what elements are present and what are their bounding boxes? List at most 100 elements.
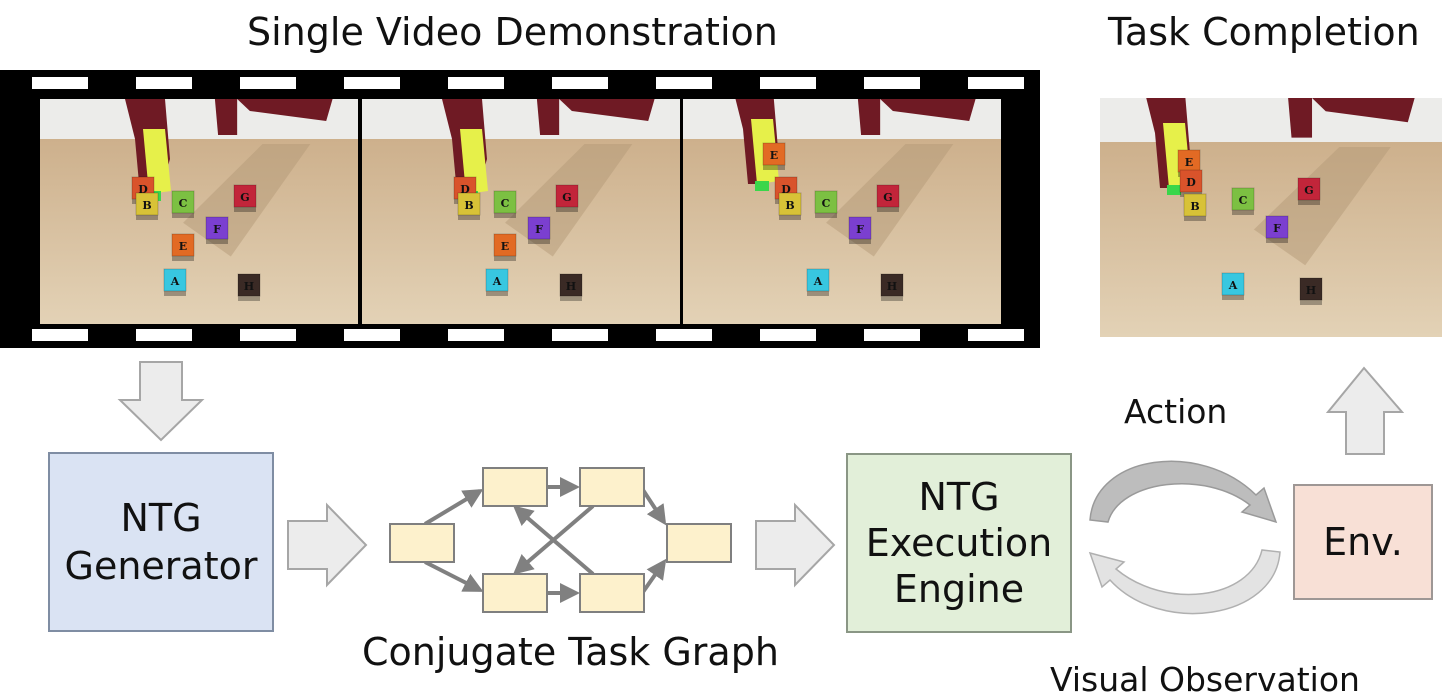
block-shadow [877,207,899,212]
film-perforation-top [136,77,192,89]
graph-node [482,467,548,507]
film-perforation-top [344,77,400,89]
block-shadow [172,256,194,261]
film-perforation-bottom [552,329,608,341]
block-shadow [1298,200,1320,205]
block-letter: D [138,183,148,196]
block-h [559,273,583,297]
block-letter: D [781,183,791,196]
block-a [163,268,187,292]
action-label: Action [1124,392,1228,431]
visual-observation-label: Visual Observation [1050,660,1360,699]
env-box: Env. [1293,484,1433,600]
block-b [457,192,481,216]
block-letter: B [464,199,473,212]
block-shadow [1222,295,1244,300]
block-letter: D [460,183,470,196]
block-shadow [1232,210,1254,215]
block-g [1297,177,1321,201]
block-shadow [238,296,260,301]
block-letter: F [213,223,221,236]
block-b [778,192,802,216]
block-f [848,216,872,240]
robot-base [214,99,238,135]
block-letter: F [535,223,543,236]
film-perforation-top [32,77,88,89]
block-shadow [486,291,508,296]
right-arrow-graph-to-engine [755,502,836,588]
engine-line-2: Execution [865,521,1053,565]
block-letter: B [142,199,151,212]
gripper-tip [1167,185,1181,195]
film-perforation-top [864,77,920,89]
block-a [806,268,830,292]
block-letter: G [1304,184,1313,197]
block-letter: C [501,197,510,210]
block-shadow [528,239,550,244]
block-shadow [164,291,186,296]
film-perforation-bottom [968,329,1024,341]
block-d [1179,169,1203,193]
block-shadow [458,215,480,220]
engine-line-1: NTG [918,475,1000,519]
block-letter: C [179,197,188,210]
block-letter: E [179,240,187,253]
block-g [555,184,579,208]
generator-line-2: Generator [64,544,258,588]
film-perforation-bottom [136,329,192,341]
film-perforation-bottom [344,329,400,341]
block-letter: B [1190,200,1199,213]
graph-node [579,467,645,507]
robot-shadow [1253,147,1391,266]
block-shadow [172,213,194,218]
block-f [1265,215,1289,239]
block-e [493,233,517,257]
film-perforation-top [760,77,816,89]
block-letter: C [822,197,831,210]
block-h [1299,277,1323,301]
block-e [762,142,786,166]
film-perforation-bottom [32,329,88,341]
env-label: Env. [1323,520,1403,564]
film-perforation-bottom [760,329,816,341]
block-letter: F [1273,222,1281,235]
film-perforation-top [240,77,296,89]
action-loop-arrow [1089,460,1278,524]
block-e [171,233,195,257]
observation-loop-arrow [1088,549,1281,615]
block-shadow [234,207,256,212]
down-arrow [117,361,205,442]
graph-edge [641,558,667,594]
right-arrow-generator-to-graph [287,502,368,588]
graph-edge [424,560,484,592]
film-perforation-top [656,77,712,89]
up-arrow-to-completion [1325,366,1405,455]
robot-base [1288,98,1313,138]
block-a [1221,272,1245,296]
demo-title: Single Video Demonstration [247,10,778,54]
engine-line-3: Engine [893,567,1025,611]
block-h [237,273,261,297]
gripper-tip [755,181,769,191]
block-shadow [1266,238,1288,243]
film-perforation-bottom [864,329,920,341]
block-letter: G [883,191,892,204]
block-shadow [1184,216,1206,221]
robot-base [857,99,881,135]
block-letter: E [1185,156,1193,169]
block-letter: E [501,240,509,253]
graph-node [666,523,732,563]
generator-line-1: NTG [120,496,202,540]
block-shadow [849,239,871,244]
graph-edge [423,488,484,526]
ntg-execution-engine-box: NTG Execution Engine [846,453,1072,633]
graph-node [389,523,455,563]
block-letter: H [566,280,576,293]
film-perforation-top [552,77,608,89]
block-letter: A [1228,279,1238,292]
block-letter: G [562,191,571,204]
